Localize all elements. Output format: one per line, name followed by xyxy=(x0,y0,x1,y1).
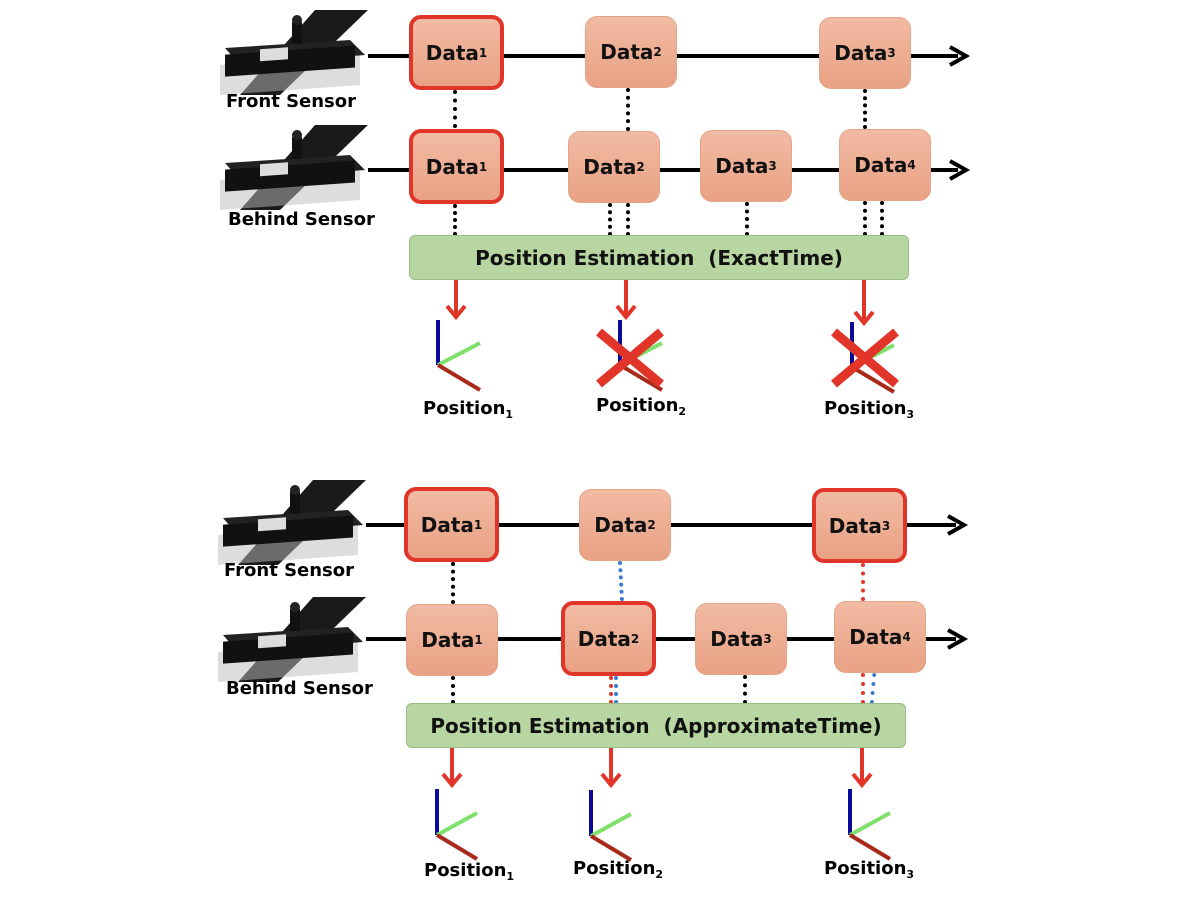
position-label: Position1 xyxy=(424,860,515,883)
sync-connector xyxy=(863,201,867,236)
position-label: Position2 xyxy=(596,395,687,418)
coordinate-frame-icon xyxy=(589,790,633,862)
sync-connector xyxy=(745,202,749,236)
position-label: Position3 xyxy=(824,398,915,421)
position-estimation-bar: Position Estimation (ExactTime) xyxy=(409,235,909,280)
output-arrow-icon xyxy=(445,280,467,321)
sync-connector xyxy=(880,201,884,236)
approx-match-connector xyxy=(614,676,618,704)
timeline-arrow-icon xyxy=(947,628,969,650)
sync-connector xyxy=(626,203,630,236)
behind-timeline xyxy=(368,168,958,172)
approx-match-connector xyxy=(609,676,613,704)
approx-match-connector xyxy=(617,561,625,601)
sync-connector xyxy=(608,203,612,236)
timeline-arrow-icon xyxy=(949,45,971,67)
sync-connector xyxy=(451,562,455,604)
timeline-arrow-icon xyxy=(947,514,969,536)
output-arrow-icon xyxy=(851,748,873,789)
behind-timeline xyxy=(366,637,956,641)
front-sensor-label: Front Sensor xyxy=(224,560,355,581)
sync-connector xyxy=(453,90,457,128)
sync-connector xyxy=(453,204,457,236)
behind-sensor-image xyxy=(218,597,366,682)
sync-connector xyxy=(626,88,630,131)
behind-sensor-label: Behind Sensor xyxy=(226,678,373,699)
coordinate-frame-icon xyxy=(436,320,482,392)
position-label: Position3 xyxy=(824,858,915,881)
output-arrow-icon xyxy=(853,280,875,327)
position-estimation-bar: Position Estimation (ApproximateTime) xyxy=(406,703,906,748)
front-sensor-image xyxy=(218,480,366,565)
approx-match-connector xyxy=(869,673,877,704)
behind-sensor-image xyxy=(220,125,368,210)
behind-sensor-label: Behind Sensor xyxy=(228,209,375,230)
coordinate-frame-icon xyxy=(435,789,479,861)
position-label: Position2 xyxy=(573,858,664,881)
output-arrow-icon xyxy=(600,748,622,789)
output-arrow-icon xyxy=(615,280,637,321)
rejected-x-icon xyxy=(596,328,664,388)
front-sensor-label: Front Sensor xyxy=(226,91,357,112)
front-sensor-image xyxy=(220,10,368,95)
sync-connector xyxy=(863,89,867,129)
output-arrow-icon xyxy=(441,748,463,789)
position-label: Position1 xyxy=(423,398,514,421)
rejected-x-icon xyxy=(831,328,899,388)
sync-connector xyxy=(743,675,747,704)
sync-connector xyxy=(451,676,455,704)
approx-match-connector xyxy=(861,563,865,601)
approx-match-connector xyxy=(861,673,865,704)
timeline-arrow-icon xyxy=(949,159,971,181)
coordinate-frame-icon xyxy=(848,789,892,861)
